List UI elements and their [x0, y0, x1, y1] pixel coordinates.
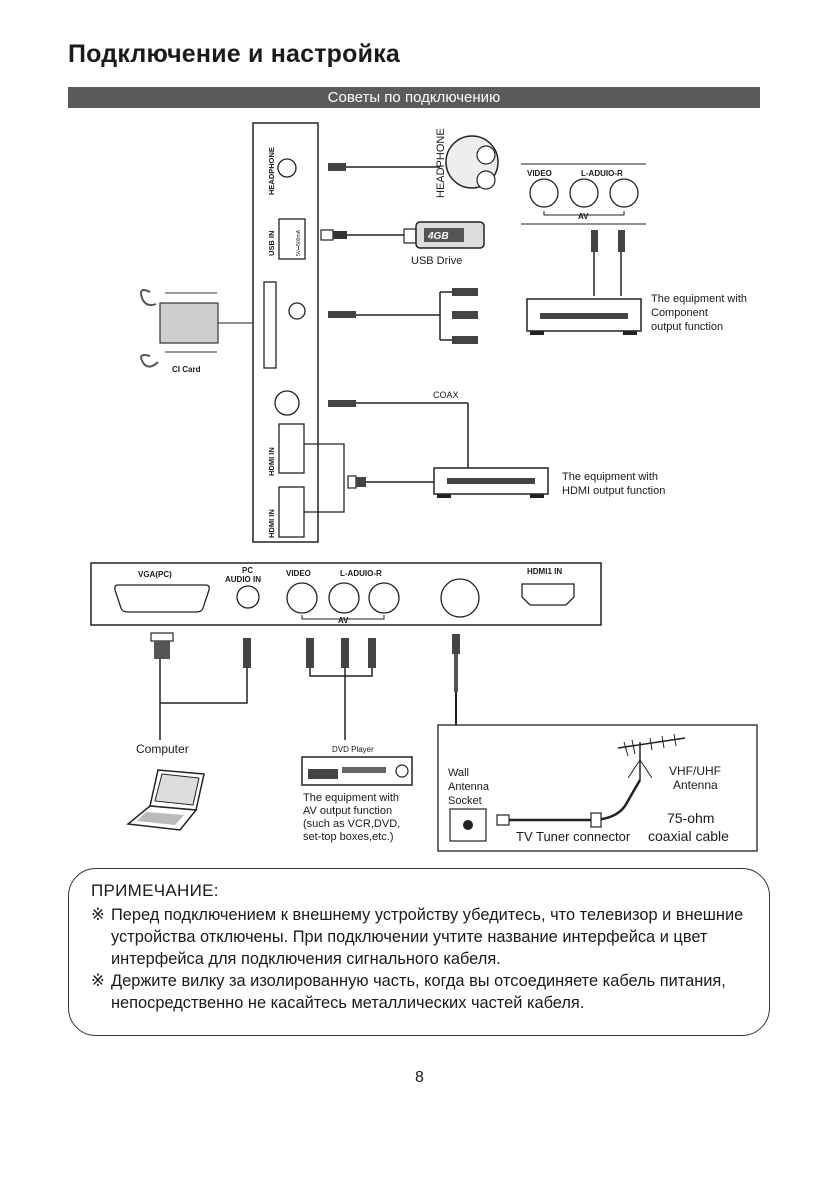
wall-socket-line-1: Wall [448, 767, 469, 779]
component-equipment-line-1: The equipment with [651, 293, 747, 305]
side-hdmi-label-1: HDMI IN [267, 447, 276, 476]
page-title: Подключение и настройка [68, 40, 401, 68]
computer-label: Computer [136, 742, 189, 756]
ci-slot [263, 281, 277, 369]
note-bullet: ※ [91, 906, 105, 924]
component-cables [328, 288, 478, 344]
computer-illustration: Computer [126, 742, 205, 831]
dvd-illustration: DVD Player The equipment with AV output … [301, 745, 413, 843]
component-video-label: VIDEO [527, 169, 552, 178]
note-item-text: Перед подключением к внешнему устройству… [111, 906, 744, 968]
component-port [288, 302, 306, 320]
ci-card-illustration: CI Card [140, 289, 253, 374]
hdmi-connection: COAX The equipment with HDMI output func… [304, 390, 665, 513]
note-item-text: Держите вилку за изолированную часть, ко… [111, 972, 726, 1012]
note-item: ※ Держите вилку за изолированную часть, к… [91, 970, 749, 1014]
usb-capacity-label: 4GB [427, 231, 449, 242]
headphone-port [277, 158, 297, 178]
component-av-label: AV [578, 212, 589, 221]
hdmi-port-2 [278, 486, 305, 538]
bottom-panel: VGA(PC) PC AUDIO IN VIDEO L-ADUIO-R AV H… [90, 562, 602, 626]
usb-port [278, 218, 306, 260]
antenna-line-2: Antenna [673, 778, 718, 792]
cable-line-2: coaxial cable [648, 828, 729, 844]
cable-line-1: 75-ohm [667, 810, 714, 826]
side-headphone-label: HEADPHONE [267, 147, 276, 195]
bottom-video-label: VIDEO [286, 569, 311, 578]
note-title: ПРИМЕЧАНИЕ: [91, 881, 219, 900]
page-number: 8 [415, 1069, 424, 1086]
hdmi1-label: HDMI1 IN [527, 567, 562, 576]
component-equipment-line-2: Component [651, 307, 708, 319]
usb-connection: 4GB USB Drive [320, 221, 485, 267]
side-panel: HEADPHONE USB IN 5V⎓500mA HDMI IN HDMI I… [252, 122, 319, 543]
bottom-audio-label: L-ADUIO-R [340, 569, 382, 578]
hdmi-port-1 [278, 423, 305, 474]
vga-label: VGA(PC) [138, 570, 172, 579]
wall-socket-line-2: Antenna [448, 781, 490, 793]
av-equipment-line-3: (such as VCR,DVD, [303, 818, 400, 830]
usb-drive-label: USB Drive [411, 255, 462, 267]
hdmi-equipment-line-2: HDMI output function [562, 485, 665, 497]
note-box: ПРИМЕЧАНИЕ: ※ Перед подключением к внешне… [68, 868, 770, 1036]
headphone-connection: HEADPHONE [328, 128, 499, 198]
note-bullet: ※ [91, 972, 105, 990]
side-usb-label: USB IN [267, 231, 276, 256]
hdmi-equipment-line-1: The equipment with [562, 471, 658, 483]
ci-card-label: CI Card [172, 365, 201, 374]
headphone-device-label: HEADPHONE [435, 128, 447, 198]
component-equipment-line-3: output function [651, 321, 723, 333]
dvd-player-label: DVD Player [332, 745, 374, 754]
av-equipment-line-2: AV output function [303, 805, 392, 817]
av-equipment-line-4: set-top boxes,etc.) [303, 831, 394, 843]
component-audio-label: L-ADUIO-R [581, 169, 623, 178]
note-item: ※ Перед подключением к внешнему устройств… [91, 904, 749, 970]
antenna-line-1: VHF/UHF [669, 764, 721, 778]
side-hdmi-label-2: HDMI IN [267, 509, 276, 538]
pc-audio-label-1: PC [242, 566, 253, 575]
bottom-av-label: AV [338, 616, 349, 625]
section-bar: Советы по подключению [68, 87, 760, 108]
bottom-cables [150, 632, 460, 740]
coax-port [274, 390, 300, 416]
tuner-label: TV Tuner connector [516, 829, 631, 844]
pc-audio-label-2: AUDIO IN [225, 575, 261, 584]
side-usb-spec: 5V⎓500mA [296, 229, 302, 256]
coax-label: COAX [433, 390, 459, 400]
component-av-panel: VIDEO L-ADUIO-R AV The equipment with Co… [521, 163, 747, 335]
av-equipment-line-1: The equipment with [303, 792, 399, 804]
antenna-box: Wall Antenna Socket VHF/UHF Antenna 75-o… [437, 724, 758, 852]
wall-socket-line-3: Socket [448, 795, 482, 807]
